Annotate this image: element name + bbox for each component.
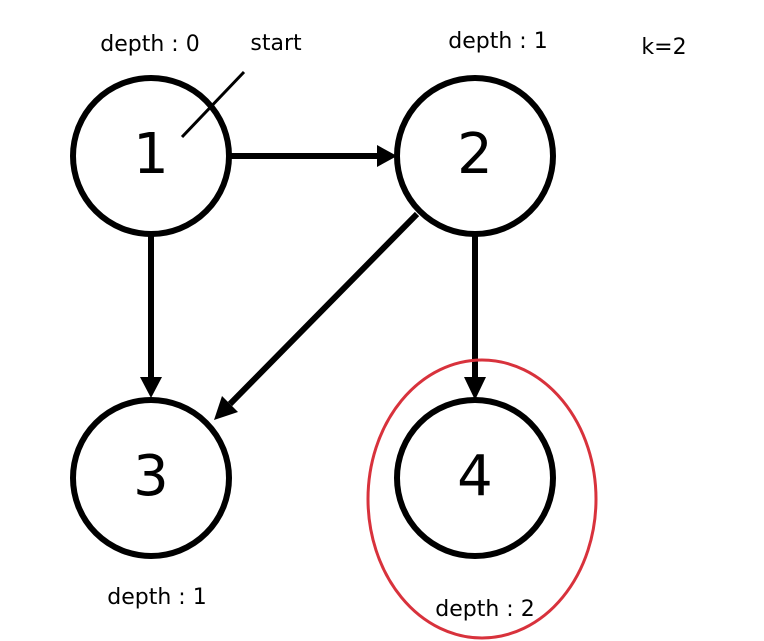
depth-label-node-4: depth : 2 <box>435 597 534 622</box>
edge-2-4-arrowhead <box>464 377 486 400</box>
node-2-circle <box>394 75 556 237</box>
node-3-label: 3 <box>133 444 169 509</box>
edge-2-3 <box>227 211 420 407</box>
node-3-circle <box>70 397 232 559</box>
edge-1-3-arrowhead <box>140 377 162 398</box>
node-1: 1 <box>70 75 232 237</box>
node-1-circle <box>70 75 232 237</box>
node-4: 4 <box>394 397 556 559</box>
start-pointer-line <box>180 70 246 139</box>
node-3: 3 <box>70 397 232 559</box>
start-label: start <box>250 31 302 56</box>
edge-2-3-arrowhead <box>214 396 238 420</box>
node-4-label: 4 <box>457 444 493 509</box>
depth-label-node-1: depth : 0 <box>100 32 199 57</box>
node-2: 2 <box>394 75 556 237</box>
depth-label-node-2: depth : 1 <box>448 29 547 54</box>
node-4-circle <box>394 397 556 559</box>
k-label: k=2 <box>641 35 686 60</box>
node-1-label: 1 <box>133 122 169 187</box>
edges <box>140 145 486 420</box>
highlight-ellipse <box>366 358 598 640</box>
node-2-label: 2 <box>457 122 493 187</box>
edge-1-2-arrowhead <box>377 145 397 167</box>
depth-label-node-3: depth : 1 <box>107 585 206 610</box>
